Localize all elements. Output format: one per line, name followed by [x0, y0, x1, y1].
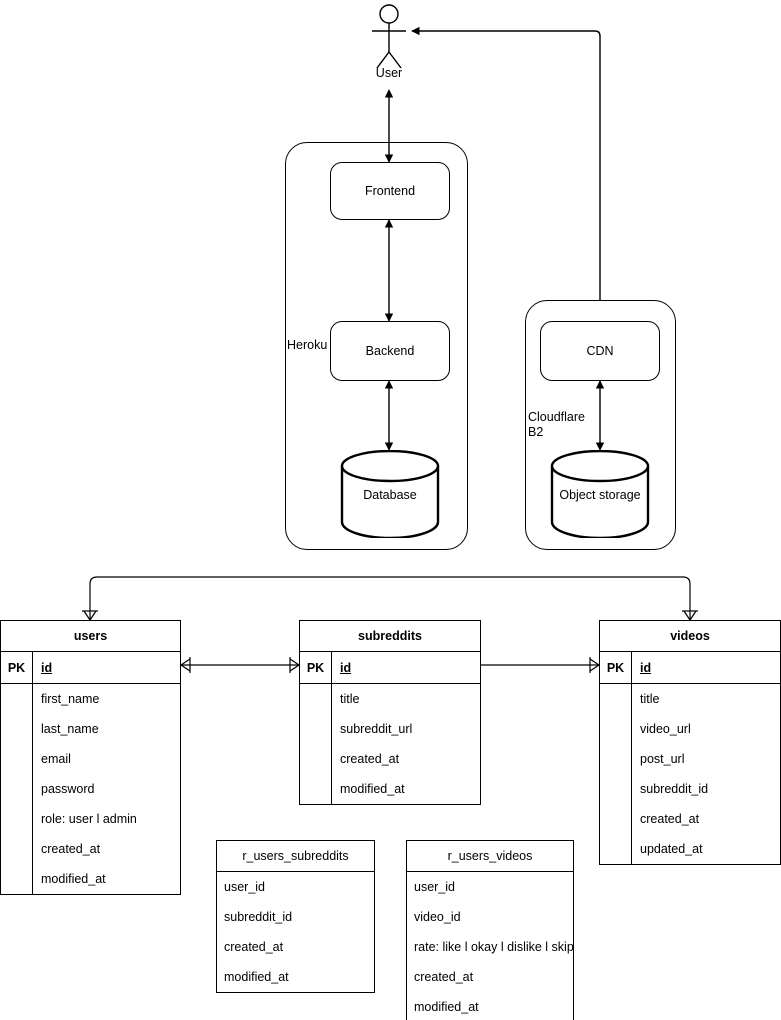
node-frontend-label: Frontend: [364, 184, 416, 198]
node-cdn-label: CDN: [586, 344, 614, 358]
node-cdn[interactable]: CDN: [540, 321, 660, 381]
entity-videos-title: videos: [600, 621, 780, 652]
entity-users-fields: first_name last_name email password role…: [33, 684, 180, 894]
entity-field: title: [640, 692, 660, 706]
entity-videos-body: title video_url post_url subreddit_id cr…: [600, 684, 780, 864]
entity-users-body: first_name last_name email password role…: [1, 684, 180, 894]
entity-field: rate: like l okay l dislike l skip: [414, 940, 574, 954]
entity-field: updated_at: [640, 842, 703, 856]
node-object-storage-label: Object storage: [559, 488, 641, 502]
entity-field: created_at: [41, 842, 101, 856]
entity-subreddits-pk-field: id: [340, 660, 352, 675]
entity-field: post_url: [640, 752, 685, 766]
entity-field: subreddit_url: [340, 722, 413, 736]
entity-field: subreddit_id: [640, 782, 709, 796]
entity-users[interactable]: users PK id first_name last_name email p…: [0, 620, 181, 895]
entity-subreddits-fields: title subreddit_url created_at modified_…: [332, 684, 480, 804]
node-backend-label: Backend: [365, 344, 415, 358]
entity-videos-pk-badge: PK: [600, 652, 632, 683]
entity-r-users-videos-title: r_users_videos: [407, 841, 573, 872]
node-object-storage[interactable]: Object storage: [550, 450, 650, 538]
entity-field: first_name: [41, 692, 100, 706]
entity-field: user_id: [224, 880, 265, 894]
entity-field: created_at: [640, 812, 700, 826]
group-cloudflare-b2-label-line2: B2: [527, 425, 545, 440]
entity-field: created_at: [414, 970, 474, 984]
group-cloudflare-b2: [525, 300, 676, 550]
entity-field: title: [340, 692, 360, 706]
entity-r-users-subreddits-fields: user_id subreddit_id created_at modified…: [217, 872, 374, 992]
entity-field: last_name: [41, 722, 99, 736]
entity-videos-pk-row: PK id: [600, 652, 780, 684]
crowsfoot-users-top: [82, 610, 98, 621]
entity-field: modified_at: [41, 872, 106, 886]
entity-users-gutter: [1, 684, 33, 894]
entity-r-users-videos[interactable]: r_users_videos user_id video_id rate: li…: [406, 840, 574, 1020]
entity-subreddits-pk-row: PK id: [300, 652, 480, 684]
relation-users-videos: [82, 576, 698, 621]
entity-subreddits-body: title subreddit_url created_at modified_…: [300, 684, 480, 804]
entity-field: video_id: [414, 910, 461, 924]
entity-field: created_at: [340, 752, 400, 766]
entity-users-pk-field: id: [41, 660, 53, 675]
entity-r-users-videos-body: user_id video_id rate: like l okay l dis…: [407, 872, 574, 1020]
entity-videos-fields: title video_url post_url subreddit_id cr…: [632, 684, 780, 864]
group-heroku: [285, 142, 468, 550]
entity-field: created_at: [224, 940, 284, 954]
entity-field: subreddit_id: [224, 910, 293, 924]
cylinder-shape: [340, 450, 440, 538]
entity-users-title: users: [1, 621, 180, 652]
entity-field: video_url: [640, 722, 691, 736]
crowsfoot-users-right: [180, 657, 191, 673]
node-database[interactable]: Database: [340, 450, 440, 538]
entity-videos-pk-field: id: [640, 660, 652, 675]
entity-r-users-videos-fields: user_id video_id rate: like l okay l dis…: [407, 872, 574, 1020]
entity-users-pk-badge: PK: [1, 652, 33, 683]
entity-field: user_id: [414, 880, 455, 894]
cylinder-shape: [550, 450, 650, 538]
group-heroku-label: Heroku: [286, 338, 329, 353]
relation-subreddits-videos: [481, 657, 600, 673]
entity-r-users-subreddits[interactable]: r_users_subreddits user_id subreddit_id …: [216, 840, 375, 993]
node-frontend[interactable]: Frontend: [330, 162, 450, 220]
entity-field: modified_at: [224, 970, 289, 984]
relation-users-subreddits: [180, 657, 300, 673]
entity-field: email: [41, 752, 71, 766]
group-cloudflare-b2-label-line1: Cloudflare: [527, 410, 586, 425]
entity-subreddits[interactable]: subreddits PK id title subreddit_url cre…: [299, 620, 481, 805]
entity-field: modified_at: [414, 1000, 479, 1014]
entity-subreddits-gutter: [300, 684, 332, 804]
entity-subreddits-pk-badge: PK: [300, 652, 332, 683]
node-backend[interactable]: Backend: [330, 321, 450, 381]
crowsfoot-videos-left: [589, 657, 600, 673]
entity-videos[interactable]: videos PK id title video_url post_url su…: [599, 620, 781, 865]
node-database-label: Database: [363, 488, 417, 502]
actor-user-figure: [372, 4, 406, 69]
entity-videos-gutter: [600, 684, 632, 864]
crowsfoot-subreddits-left: [289, 657, 300, 673]
entity-r-users-subreddits-title: r_users_subreddits: [217, 841, 374, 872]
entity-users-pk-row: PK id: [1, 652, 180, 684]
entity-field: role: user l admin: [41, 812, 137, 826]
crowsfoot-videos-top: [682, 610, 698, 621]
actor-user-label: User: [375, 66, 403, 80]
entity-field: password: [41, 782, 95, 796]
entity-subreddits-title: subreddits: [300, 621, 480, 652]
entity-r-users-subreddits-body: user_id subreddit_id created_at modified…: [217, 872, 374, 992]
entity-field: modified_at: [340, 782, 405, 796]
